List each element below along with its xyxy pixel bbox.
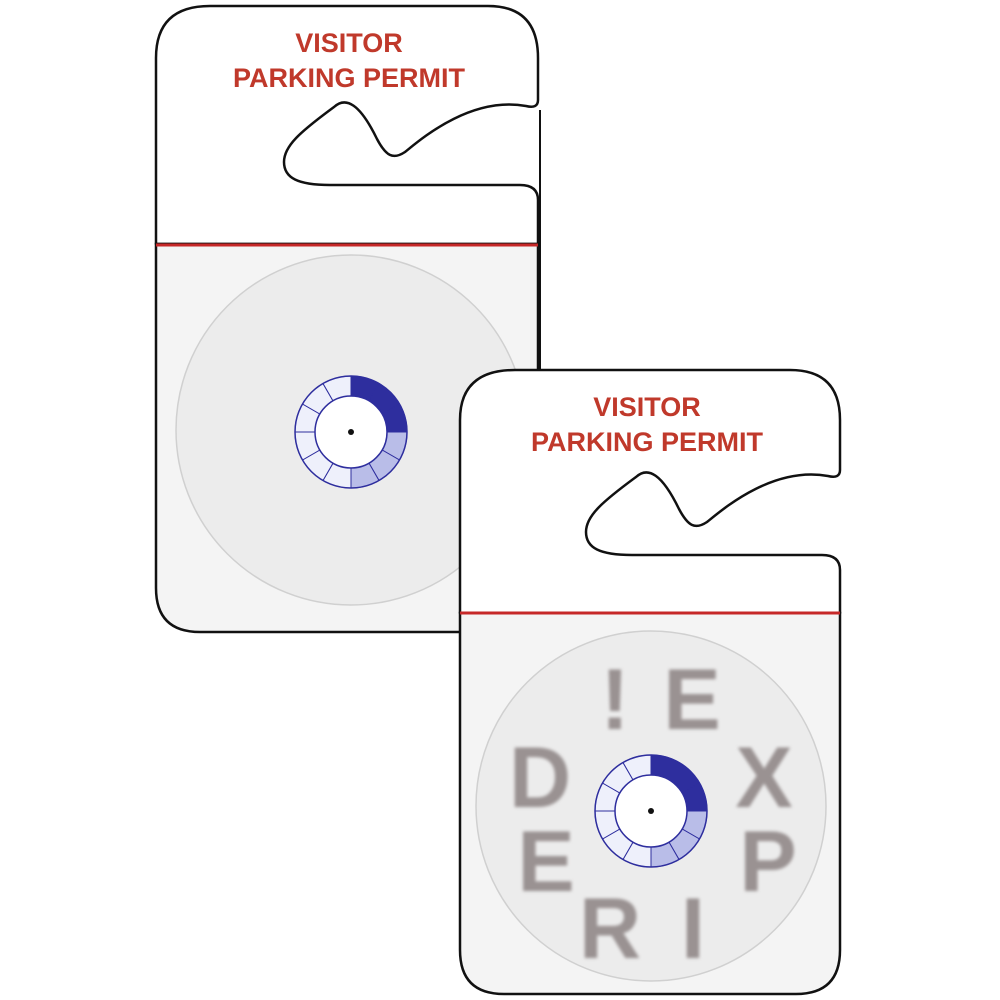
permit-title-line2: PARKING PERMIT [233, 63, 466, 93]
dial-pivot [348, 429, 354, 435]
hang-tag-outline [458, 368, 842, 615]
reveal-letter-r: R [579, 881, 641, 977]
dial-rim [294, 375, 408, 489]
reveal-letter-e1: E [663, 652, 720, 748]
dial-pivot [648, 808, 654, 814]
dial-rim [594, 754, 708, 868]
reveal-letter-p: P [739, 814, 796, 910]
reveal-letter-e2: E [517, 814, 574, 910]
permit-title-line1: VISITOR [295, 28, 403, 58]
permit-title-line2: PARKING PERMIT [531, 427, 764, 457]
expired-reveal: ! E X P I R E D [509, 652, 797, 977]
reveal-letter-i: I [681, 881, 705, 977]
time-dial [294, 375, 408, 489]
time-dial [594, 754, 708, 868]
permit-title-line1: VISITOR [593, 392, 701, 422]
hang-tag-outline [154, 4, 540, 246]
permit-front: ! E X P I R E D VISITOR PARKING PERMIT [458, 368, 842, 996]
reveal-letter-d: D [509, 730, 571, 826]
reveal-letter-exclaim: ! [601, 652, 630, 748]
reveal-letter-x: X [735, 730, 792, 826]
